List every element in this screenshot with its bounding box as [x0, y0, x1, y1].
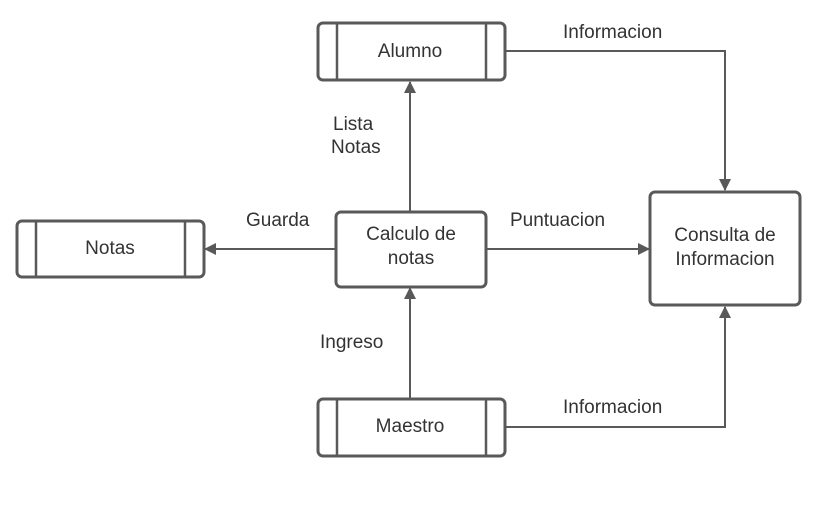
edge-label-lista-line2: Notas: [331, 137, 381, 158]
edge-label-puntuacion: Puntuacion: [510, 210, 605, 231]
entity-maestro[interactable]: Maestro: [316, 397, 507, 458]
edge-label-guarda: Guarda: [246, 210, 310, 231]
entity-maestro-label: Maestro: [376, 416, 445, 437]
process-consulta-label-line2: Informacion: [675, 249, 774, 270]
edge-label-ingreso: Ingreso: [320, 332, 383, 353]
process-calculo-de-notas[interactable]: Calculo de notas: [334, 210, 488, 289]
process-consulta-de-informacion[interactable]: Consulta de Informacion: [648, 190, 802, 307]
edge-alumno-to-consulta: [505, 50, 731, 191]
edge-maestro-to-consulta: [505, 306, 731, 428]
entity-alumno[interactable]: Alumno: [316, 21, 507, 82]
process-calculo-label-line1: Calculo de: [366, 224, 456, 245]
entity-notas-label: Notas: [85, 238, 135, 259]
entity-alumno-label: Alumno: [378, 41, 442, 62]
edge-label-lista-line1: Lista: [333, 114, 374, 135]
edge-label-informacion-bottom: Informacion: [563, 397, 662, 418]
process-consulta-label-line1: Consulta de: [674, 225, 775, 246]
edge-label-informacion-top: Informacion: [563, 22, 662, 43]
process-calculo-label-line2: notas: [388, 248, 434, 269]
entity-notas[interactable]: Notas: [15, 219, 206, 279]
